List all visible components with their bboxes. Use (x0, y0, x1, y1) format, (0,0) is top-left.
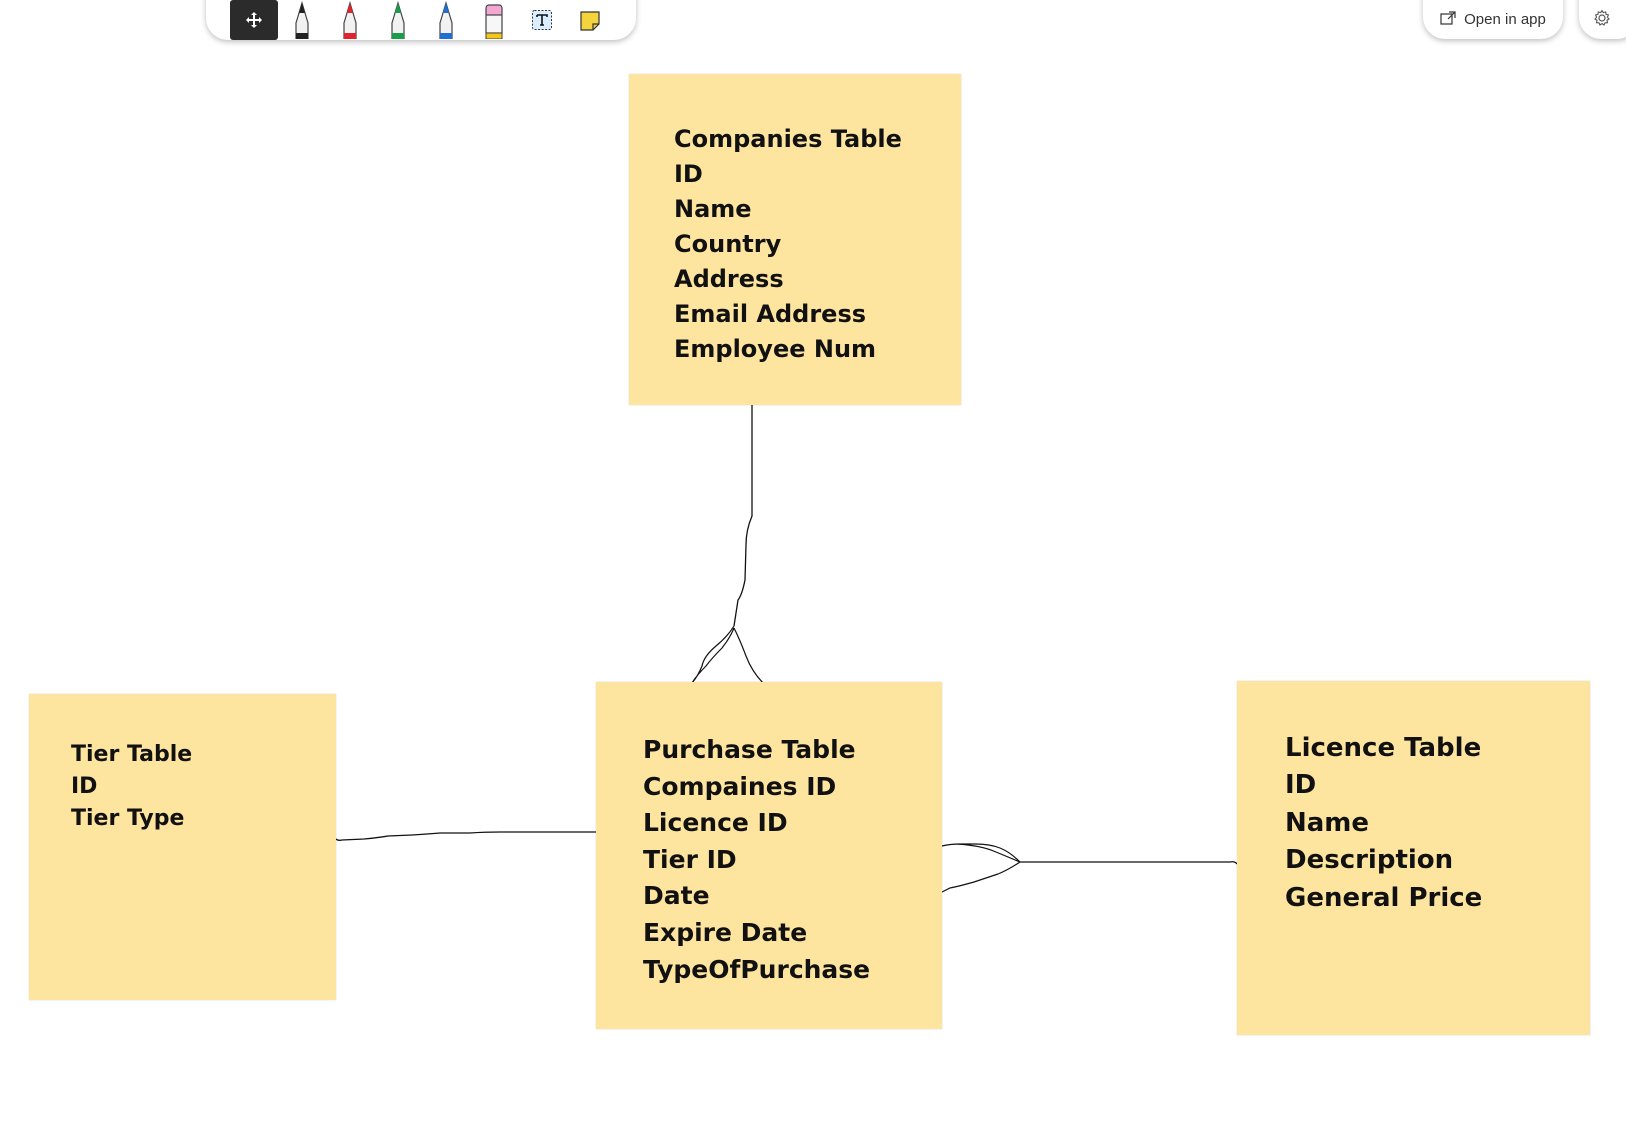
pen-red-icon (339, 1, 361, 39)
move-arrows-icon (245, 11, 263, 29)
move-tool-button[interactable] (230, 0, 278, 40)
sticky-note-tier[interactable]: Tier Table ID Tier Type (29, 694, 336, 1000)
text-box-icon (531, 9, 553, 31)
settings-button[interactable] (1579, 0, 1626, 39)
note-title: Companies Table (674, 125, 902, 153)
note-field: Tier ID (643, 844, 737, 874)
note-field: ID (674, 160, 703, 188)
note-field: Tier Type (71, 806, 185, 831)
blue-pen-button[interactable] (422, 0, 470, 40)
tier-purchase-connector (335, 831, 596, 841)
eraser-button[interactable] (470, 0, 518, 40)
note-field: TypeOfPurchase (643, 954, 871, 984)
sticky-note-tool-button[interactable] (566, 0, 614, 40)
note-field: ID (71, 774, 98, 799)
drawing-toolbar (206, 0, 636, 40)
sticky-note-icon (579, 9, 601, 31)
note-title: Purchase Table (643, 735, 856, 764)
note-field: Date (643, 881, 710, 911)
note-field: ID (1285, 770, 1317, 801)
licence-purchase-connector (1020, 861, 1238, 865)
black-pen-button[interactable] (278, 0, 326, 40)
open-external-icon (1440, 10, 1456, 29)
eraser-icon (483, 1, 505, 39)
pen-green-icon (387, 1, 409, 39)
note-field: Licence ID (643, 808, 788, 838)
note-title: Tier Table (71, 742, 193, 767)
text-tool-button[interactable] (518, 0, 566, 40)
note-field: Address (674, 265, 784, 293)
sticky-note-purchase[interactable]: Purchase Table Compaines ID Licence ID T… (596, 682, 942, 1029)
licence-purchase-crowfoot-top (941, 843, 1021, 863)
note-field: Name (674, 195, 752, 223)
pen-blue-icon (435, 1, 457, 39)
note-field: Email Address (674, 300, 867, 328)
note-field: Expire Date (643, 917, 808, 947)
open-in-app-button[interactable]: Open in app (1423, 0, 1563, 39)
note-field: General Price (1285, 882, 1483, 913)
companies-purchase-crowfoot-left (691, 625, 735, 684)
gear-icon (1593, 8, 1611, 31)
licence-purchase-crowfoot-bottom (941, 861, 1021, 893)
note-field: Employee Num (674, 335, 877, 363)
note-title: Licence Table (1285, 733, 1482, 763)
pen-black-icon (291, 1, 313, 39)
red-pen-button[interactable] (326, 0, 374, 40)
sticky-note-licence[interactable]: Licence Table ID Name Description Genera… (1237, 681, 1590, 1035)
note-field: Compaines ID (643, 771, 837, 801)
note-field: Name (1285, 807, 1370, 838)
sticky-note-companies[interactable]: Companies Table ID Name Country Address … (629, 74, 961, 405)
note-field: Country (674, 230, 782, 258)
open-in-app-label: Open in app (1464, 11, 1546, 28)
note-field: Description (1285, 845, 1454, 876)
companies-purchase-connector (733, 405, 753, 627)
green-pen-button[interactable] (374, 0, 422, 40)
